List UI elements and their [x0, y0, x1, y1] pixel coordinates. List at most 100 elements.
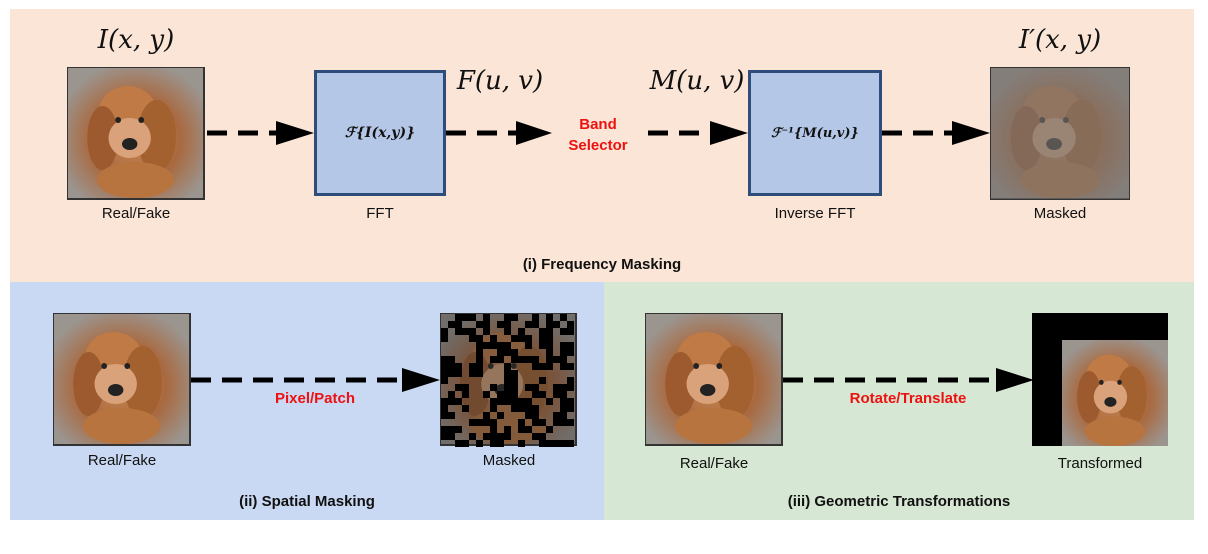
- fft-box: ℱ{I(x,y)}: [314, 70, 446, 196]
- mask-patch: [511, 349, 518, 356]
- mask-patch: [469, 419, 476, 426]
- mask-patch: [546, 335, 553, 342]
- mask-patch: [560, 356, 567, 363]
- mask-patch: [448, 412, 455, 419]
- mask-patch: [462, 391, 469, 398]
- mask-patch: [448, 321, 455, 328]
- mask-patch: [504, 328, 511, 335]
- mask-patch: [546, 328, 553, 335]
- fft-output-math-label: F(u, v): [456, 66, 544, 96]
- mask-patch: [469, 433, 476, 440]
- mask-patch: [539, 391, 546, 398]
- inverse-fft-box-text: ℱ⁻¹{M(u,v)}: [771, 125, 859, 141]
- mask-patch: [525, 335, 532, 342]
- mask-patch: [546, 356, 553, 363]
- mask-patch: [532, 363, 539, 370]
- mask-patch: [476, 342, 483, 349]
- mask-patch: [518, 356, 525, 363]
- mask-patch: [455, 370, 462, 377]
- spatial-masking-title: (ii) Spatial Masking: [239, 493, 375, 510]
- mask-patch: [462, 405, 469, 412]
- mask-patch: [539, 342, 546, 349]
- mask-patch: [490, 384, 497, 391]
- geometric-transformations-title: (iii) Geometric Transformations: [787, 493, 1011, 510]
- arrow-rotate-translate: [783, 368, 1034, 392]
- mask-patch: [553, 419, 560, 426]
- mask-patch: [504, 398, 511, 405]
- mask-patch: [518, 335, 525, 342]
- mask-patch: [504, 384, 511, 391]
- mask-patch: [469, 363, 476, 370]
- mask-patch: [525, 412, 532, 419]
- mask-patch: [441, 377, 448, 384]
- mask-patch: [455, 363, 462, 370]
- mask-patch: [490, 440, 497, 447]
- mask-patch: [497, 412, 504, 419]
- mask-patch: [490, 405, 497, 412]
- mask-patch: [546, 349, 553, 356]
- fft-box-text: ℱ{I(x,y)}: [344, 125, 416, 141]
- mask-patch: [546, 440, 553, 447]
- rotate-translate-label: Rotate/Translate: [849, 390, 967, 407]
- mask-patch: [539, 335, 546, 342]
- inverse-fft-box: ℱ⁻¹{M(u,v)}: [748, 70, 882, 196]
- mask-patch: [504, 321, 511, 328]
- mask-patch: [504, 391, 511, 398]
- mask-patch: [560, 405, 567, 412]
- mask-patch: [469, 370, 476, 377]
- mask-patch: [511, 314, 518, 321]
- frequency-masking-title: (i) Frequency Masking: [522, 256, 682, 273]
- mask-patch: [518, 328, 525, 335]
- mask-patch: [525, 384, 532, 391]
- mask-patch: [567, 328, 574, 335]
- mask-patch: [504, 370, 511, 377]
- mask-patch: [567, 363, 574, 370]
- mask-patch: [497, 391, 504, 398]
- mask-patch: [518, 398, 525, 405]
- mask-patch: [448, 370, 455, 377]
- input-label: Real/Fake: [101, 205, 171, 222]
- mask-patch: [546, 314, 553, 321]
- spatial-masked-image: [440, 313, 577, 447]
- mask-patch: [567, 440, 574, 447]
- mask-patch: [518, 440, 525, 447]
- mask-patch: [469, 335, 476, 342]
- mask-patch: [511, 335, 518, 342]
- masked-output-image: [990, 67, 1130, 200]
- mask-patch: [483, 342, 490, 349]
- mask-patch: [511, 405, 518, 412]
- mask-patch: [567, 349, 574, 356]
- geometric-input-image: [645, 313, 783, 446]
- mask-patch: [553, 384, 560, 391]
- mask-patch: [560, 342, 567, 349]
- spatial-input-image: [53, 313, 191, 446]
- mask-patch: [476, 419, 483, 426]
- mask-patch: [462, 384, 469, 391]
- mask-patch: [462, 314, 469, 321]
- mask-patch: [490, 433, 497, 440]
- mask-patch: [455, 314, 462, 321]
- output-label: Masked: [1033, 205, 1087, 222]
- mask-patch: [532, 405, 539, 412]
- band-selector-label: Band Selector: [568, 116, 628, 154]
- mask-patch: [483, 419, 490, 426]
- mask-patch: [462, 328, 469, 335]
- mask-patch: [497, 398, 504, 405]
- mask-patch: [455, 426, 462, 433]
- mask-patch: [476, 321, 483, 328]
- mask-patch: [560, 391, 567, 398]
- mask-patch: [539, 440, 546, 447]
- mask-patch: [476, 370, 483, 377]
- mask-patch: [441, 370, 448, 377]
- mask-patch: [497, 356, 504, 363]
- mask-patch: [567, 377, 574, 384]
- mask-patch: [476, 349, 483, 356]
- mask-patch: [441, 426, 448, 433]
- mask-patch: [532, 412, 539, 419]
- arrow-pixel-patch: [191, 368, 440, 392]
- output-math-label: I′(x, y): [1018, 25, 1102, 55]
- mask-patch: [511, 398, 518, 405]
- mask-patch: [504, 426, 511, 433]
- mask-patch: [483, 391, 490, 398]
- mask-patch: [546, 342, 553, 349]
